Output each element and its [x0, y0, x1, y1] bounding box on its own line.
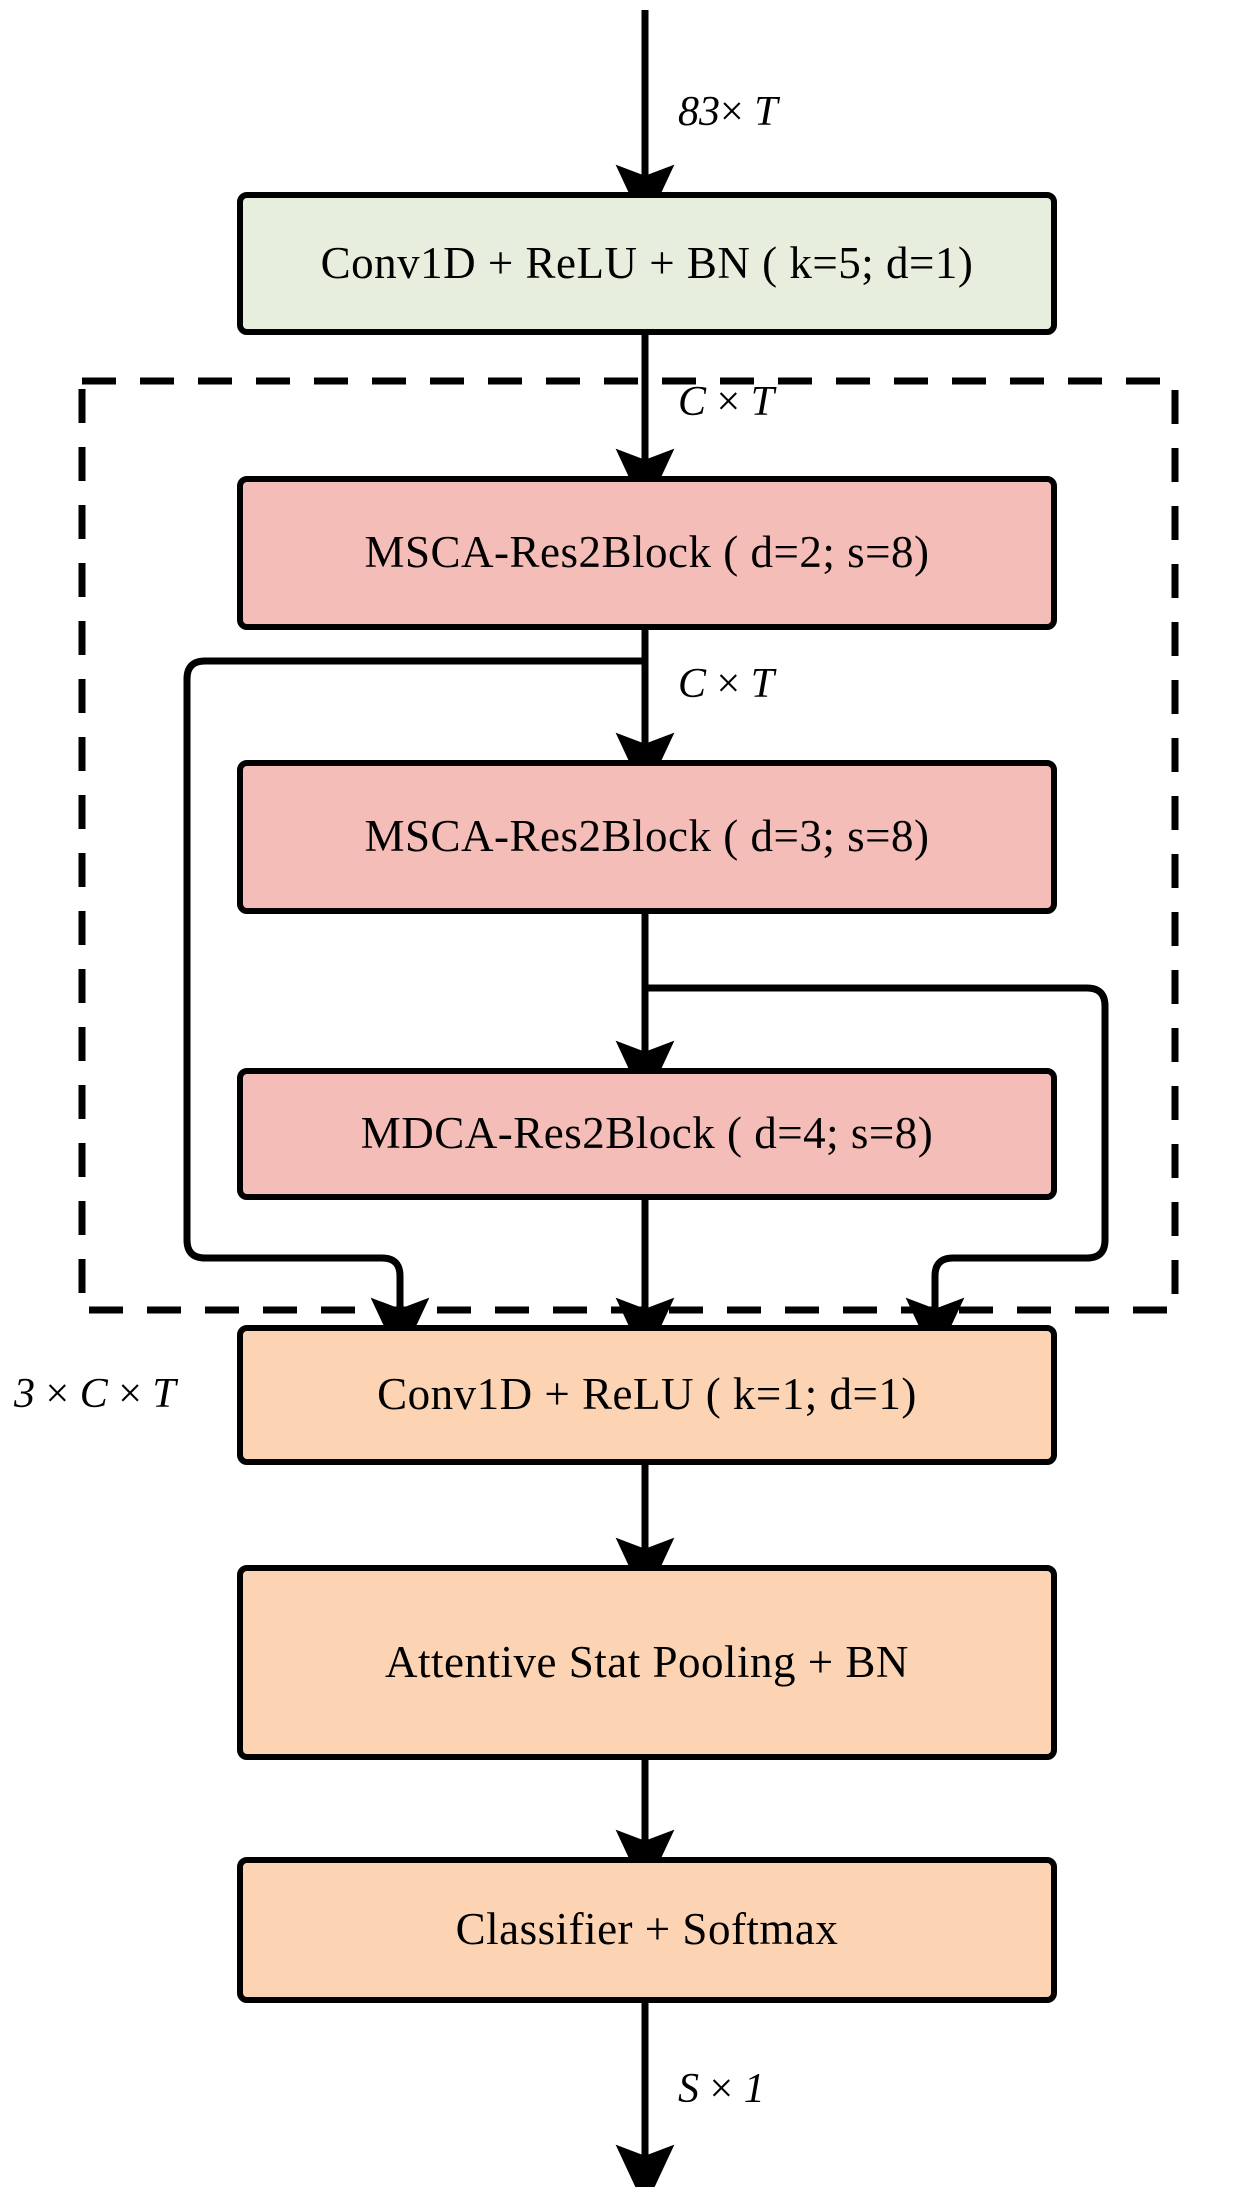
block-conv1d-k1[interactable]: Conv1D + ReLU ( k=1; d=1) — [237, 1325, 1057, 1465]
edge-label-concat-dims: 3 × C × T — [14, 1370, 176, 1418]
edge-label-concat-dims-prefix: 3 — [14, 1371, 35, 1417]
block-attentive-stat-pooling-label: Attentive Stat Pooling + BN — [385, 1636, 909, 1687]
edge-label-stem-out-suffix: T — [750, 379, 775, 425]
block-stem-label: Conv1D + ReLU + BN ( k=5; d=1) — [320, 237, 974, 288]
block-conv1d-k1-label: Conv1D + ReLU ( k=1; d=1) — [377, 1369, 917, 1420]
edge-label-msca-d2-out: C × T — [678, 660, 774, 708]
block-msca-res2block-d2-label: MSCA-Res2Block ( d=2; s=8) — [364, 527, 930, 578]
block-mdca-res2block-d4-label: MDCA-Res2Block ( d=4; s=8) — [360, 1108, 934, 1159]
edge-label-msca-d2-out-suffix: T — [750, 661, 775, 707]
edge-label-output-dims-prefix: S — [678, 2066, 699, 2112]
block-mdca-res2block-d4[interactable]: MDCA-Res2Block ( d=4; s=8) — [237, 1068, 1057, 1200]
edge-label-concat-dims-suffix: T — [152, 1371, 176, 1417]
multiply-icon: × — [716, 661, 741, 707]
edge-label-input-dims-suffix: T — [754, 89, 778, 135]
edge-label-output-dims-suffix: 1 — [743, 2066, 765, 2112]
block-msca-res2block-d3[interactable]: MSCA-Res2Block ( d=3; s=8) — [237, 760, 1057, 914]
edge-label-concat-dims-mid: C — [79, 1371, 108, 1417]
multiply-icon-2: × — [118, 1371, 142, 1417]
block-msca-res2block-d3-label: MSCA-Res2Block ( d=3; s=8) — [364, 811, 930, 862]
edge-label-output-dims: S × 1 — [678, 2065, 765, 2113]
multiply-icon: × — [720, 89, 744, 135]
multiply-icon: × — [716, 379, 741, 425]
edge-label-stem-out: C × T — [678, 378, 774, 426]
edge-label-input-dims: 83× T — [678, 88, 778, 136]
edge-label-stem-out-prefix: C — [678, 379, 707, 425]
edge-label-input-dims-prefix: 83 — [678, 89, 720, 135]
block-attentive-stat-pooling[interactable]: Attentive Stat Pooling + BN — [237, 1565, 1057, 1760]
block-classifier-softmax[interactable]: Classifier + Softmax — [237, 1857, 1057, 2003]
edge-label-msca-d2-out-prefix: C — [678, 661, 707, 707]
multiply-icon: × — [45, 1371, 70, 1417]
multiply-icon: × — [709, 2066, 734, 2112]
skip-connection-left — [183, 657, 645, 1361]
block-stem[interactable]: Conv1D + ReLU + BN ( k=5; d=1) — [237, 192, 1057, 335]
block-msca-res2block-d2[interactable]: MSCA-Res2Block ( d=2; s=8) — [237, 476, 1057, 630]
block-classifier-softmax-label: Classifier + Softmax — [455, 1904, 839, 1955]
